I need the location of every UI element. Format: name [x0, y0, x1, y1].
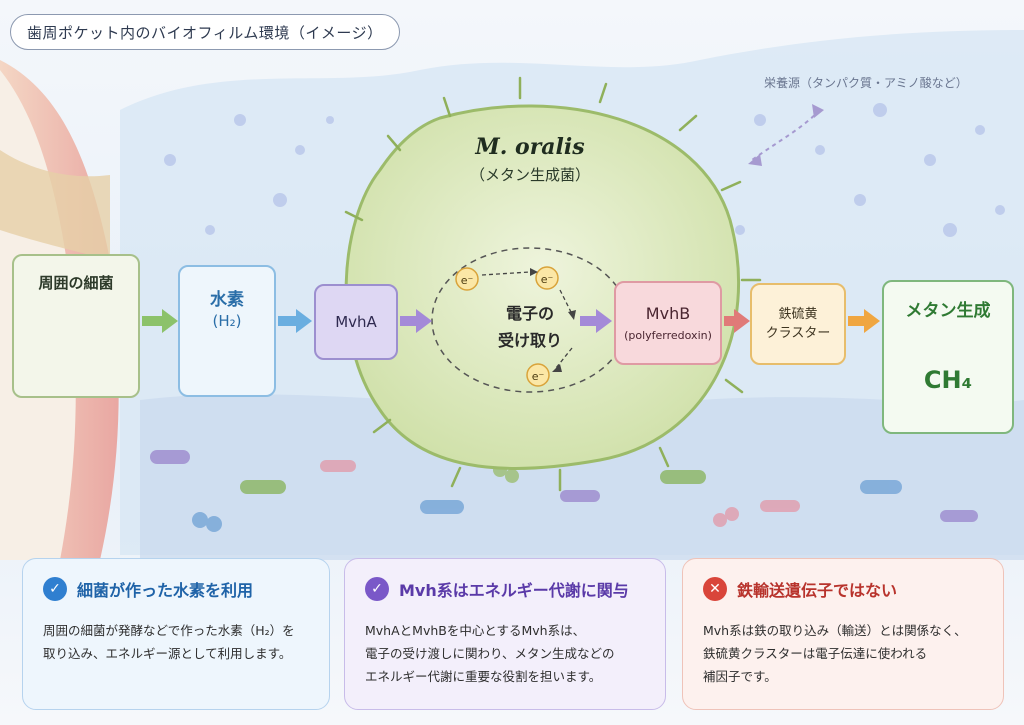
svg-text:e⁻: e⁻ [532, 370, 545, 383]
flow-arrow [724, 309, 750, 333]
electron-icon: e⁻ [455, 267, 479, 291]
flow-arrow [142, 309, 178, 333]
check-icon: ✓ [365, 577, 389, 601]
mvhb-sublabel: (polyferredoxin) [624, 329, 712, 342]
hydrogen-label: 水素 [210, 290, 244, 310]
iron-sulfur-line1: 鉄硫黄 [778, 307, 818, 322]
panel-title: 細菌が作った水素を利用 [77, 581, 254, 600]
methane-label: メタン生成 [905, 301, 991, 321]
methane-box: メタン生成 [882, 280, 1014, 434]
panel-line: 電子の受け渡しに関わり、メタン生成などの [365, 646, 615, 661]
mvha-label: MvhA [335, 313, 377, 331]
hydrogen-formula: (H₂) [212, 312, 242, 330]
cross-icon: ✕ [703, 577, 727, 601]
panel-line: エネルギー代謝に重要な役割を担います。 [365, 669, 602, 684]
panel-line: 周囲の細菌が発酵などで作った水素（H₂）を [43, 623, 295, 638]
nutrient-label: 栄養源（タンパク質・アミノ酸など） [764, 76, 968, 90]
flow-arrow [848, 309, 880, 333]
electron-transfer-line2: 受け取り [497, 331, 562, 350]
info-panel-iron: ✕ 鉄輸送遺伝子ではない Mvh系は鉄の取り込み（輸送）とは関係なく、 鉄硫黄ク… [682, 558, 1004, 710]
electron-icon: e⁻ [535, 266, 559, 290]
hydrogen-box: 水素 (H₂) [178, 265, 276, 397]
panel-line: Mvh系は鉄の取り込み（輸送）とは関係なく、 [703, 623, 967, 638]
panel-line: MvhAとMvhBを中心とするMvh系は、 [365, 623, 586, 638]
panel-title: Mvh系はエネルギー代謝に関与 [399, 581, 629, 600]
iron-sulfur-cluster-box: 鉄硫黄 クラスター [750, 283, 846, 365]
organism-title: M. oralis （メタン生成菌） [430, 134, 630, 185]
mvha-box: MvhA [314, 284, 398, 360]
svg-text:e⁻: e⁻ [541, 273, 554, 286]
panel-title: 鉄輸送遺伝子ではない [737, 581, 898, 600]
bacteria-label: 周囲の細菌 [38, 274, 114, 292]
page-title: 歯周ポケット内のバイオフィルム環境（イメージ） [10, 14, 400, 50]
panel-line: 取り込み、エネルギー源として利用します。 [43, 646, 292, 661]
organism-species: M. oralis [475, 134, 585, 160]
info-panel-mvh: ✓ Mvh系はエネルギー代謝に関与 MvhAとMvhBを中心とするMvh系は、 … [344, 558, 666, 710]
electron-transfer-label: 電子の 受け取り [470, 300, 590, 354]
bacteria-box: 周囲の細菌 [12, 254, 140, 398]
check-icon: ✓ [43, 577, 67, 601]
methane-formula: CH₄ [923, 366, 973, 394]
panel-line: 補因子です。 [703, 669, 777, 684]
panel-line: 鉄硫黄クラスターは電子伝達に使われる [703, 646, 928, 661]
organism-description: （メタン生成菌） [469, 166, 590, 184]
svg-text:e⁻: e⁻ [461, 274, 474, 287]
flow-arrow [400, 309, 432, 333]
flow-arrow [580, 309, 612, 333]
mvhb-label: MvhB [645, 304, 691, 323]
mvhb-box: MvhB (polyferredoxin) [614, 281, 722, 365]
electron-icon: e⁻ [526, 363, 550, 387]
info-panel-hydrogen: ✓ 細菌が作った水素を利用 周囲の細菌が発酵などで作った水素（H₂）を 取り込み… [22, 558, 330, 710]
flow-arrow [278, 309, 312, 333]
electron-transfer-line1: 電子の [505, 304, 554, 323]
iron-sulfur-line2: クラスター [765, 326, 831, 341]
